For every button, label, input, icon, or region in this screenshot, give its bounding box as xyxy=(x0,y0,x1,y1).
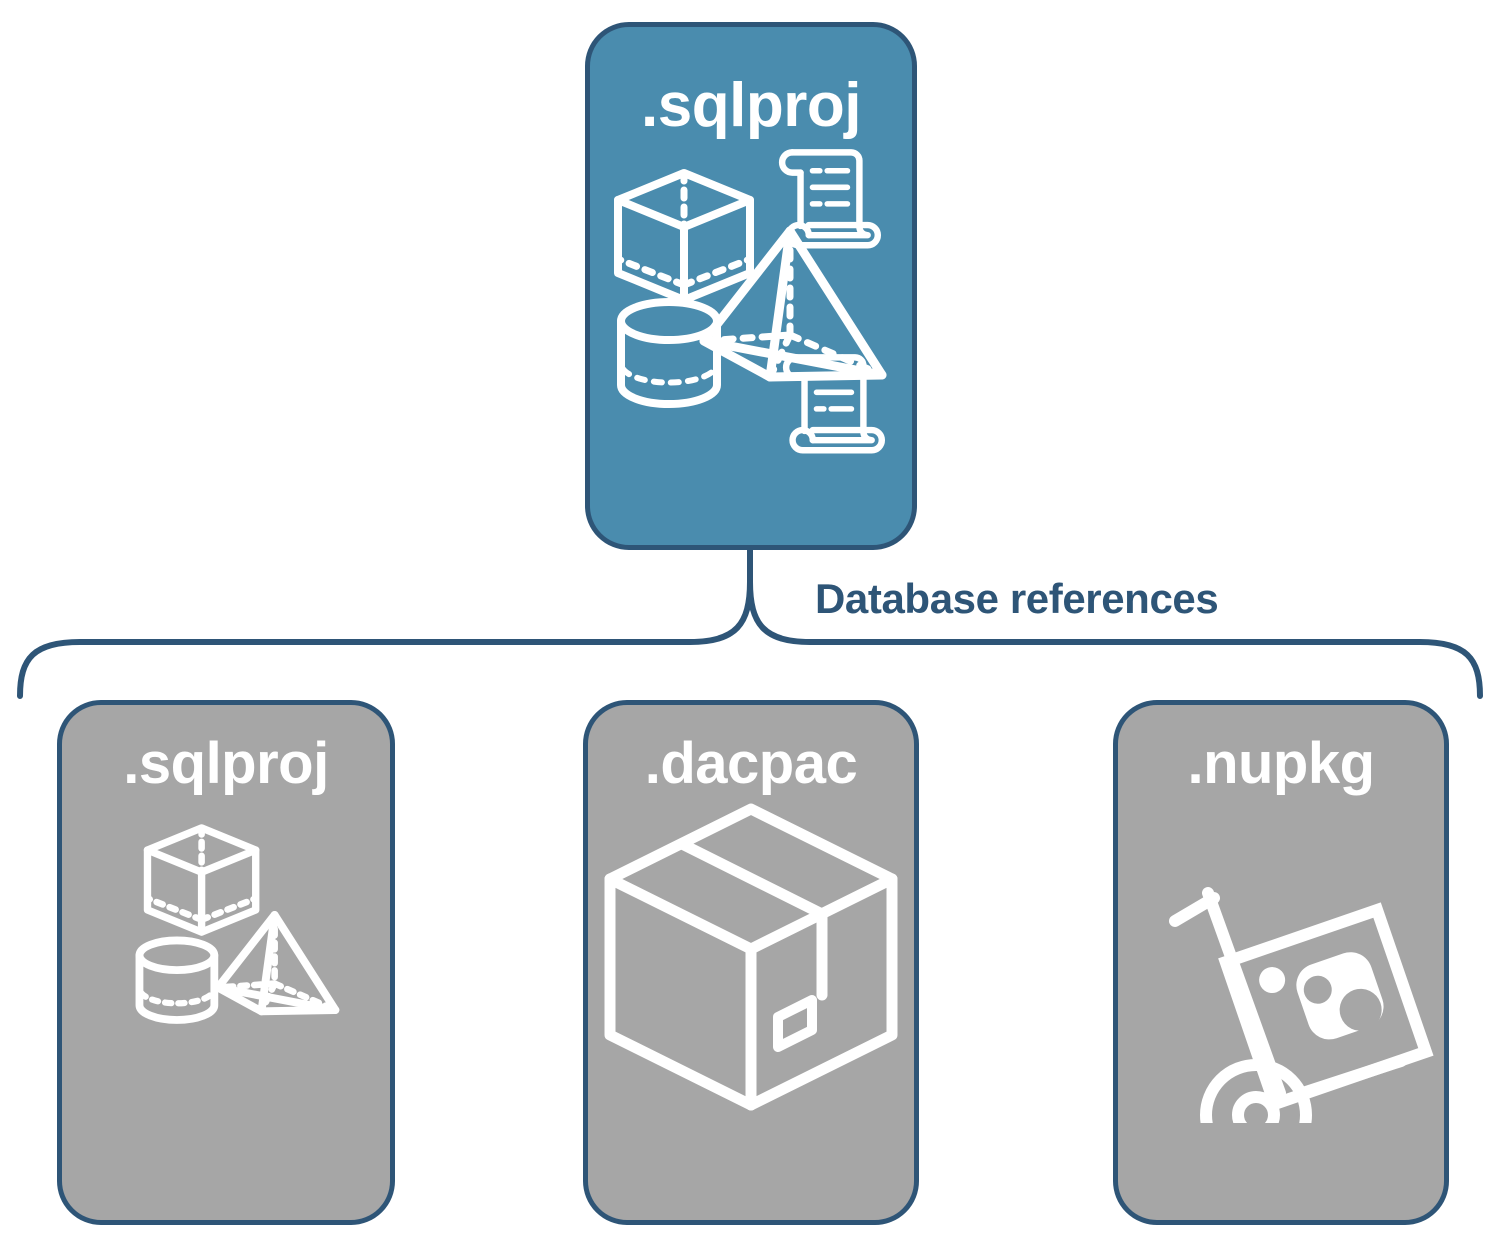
root-card-sqlproj[interactable]: .sqlproj xyxy=(585,22,917,550)
nupkg-icon-group xyxy=(1169,887,1434,1123)
scroll-icon xyxy=(782,354,885,454)
root-icon-group xyxy=(614,149,887,454)
scroll-icon xyxy=(778,149,881,249)
reference-card-title: .dacpac xyxy=(644,731,858,796)
reference-card-artwork xyxy=(1118,793,1444,1220)
root-card-artwork xyxy=(590,137,912,545)
cylinder-icon xyxy=(135,936,219,1024)
reference-card-nupkg[interactable]: .nupkg xyxy=(1113,700,1449,1225)
reference-card-title: .sqlproj xyxy=(123,731,329,796)
cube-icon xyxy=(614,169,754,304)
nuget-package-icon xyxy=(1218,902,1434,1112)
reference-card-title: .nupkg xyxy=(1187,731,1375,796)
reference-card-artwork xyxy=(62,793,390,1220)
package-box-icon xyxy=(604,803,898,1111)
dacpac-icon-group xyxy=(604,803,898,1111)
pyramid-icon xyxy=(213,911,340,1016)
bracket-label: Database references xyxy=(815,575,1219,622)
cylinder-icon xyxy=(617,298,721,408)
database-references-bracket xyxy=(17,546,1483,699)
root-card-title: .sqlproj xyxy=(641,71,861,140)
reference-card-dacpac[interactable]: .dacpac xyxy=(583,700,919,1225)
sqlproj-icon-group xyxy=(135,824,340,1024)
reference-card-artwork xyxy=(588,793,914,1220)
bracket-left-arm xyxy=(17,579,753,699)
reference-card-sqlproj[interactable]: .sqlproj xyxy=(57,700,395,1225)
cube-icon xyxy=(143,824,260,936)
